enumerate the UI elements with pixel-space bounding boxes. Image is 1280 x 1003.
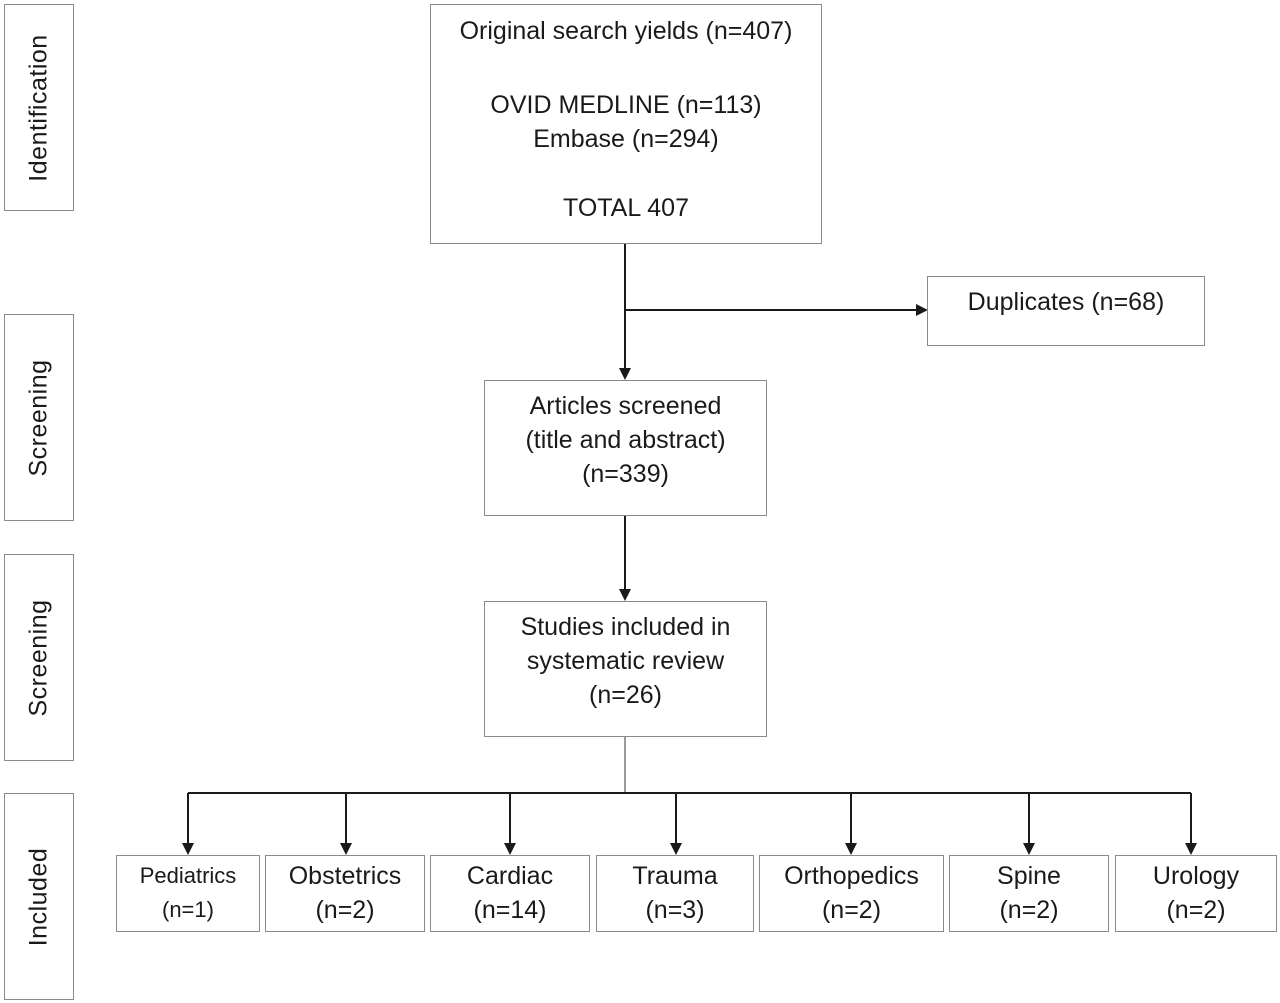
duplicates-box: Duplicates (n=68)	[927, 276, 1205, 346]
phase-screening-2: Screening	[4, 554, 74, 761]
category-count: (n=2)	[821, 896, 882, 924]
category-urology: Urology (n=2)	[1115, 855, 1277, 932]
included-title-text: Studies included in	[520, 613, 731, 641]
category-count: (n=2)	[315, 896, 375, 924]
screened-box: Articles screened (title and abstract) (…	[484, 380, 767, 516]
category-count: (n=2)	[1166, 896, 1226, 924]
identification-box: Original search yields (n=407) OVID MEDL…	[430, 4, 822, 244]
duplicates-text: Duplicates (n=68)	[967, 288, 1165, 316]
category-name: Cardiac	[466, 862, 554, 890]
included-count-text: (n=26)	[589, 681, 662, 709]
search-yield-text: Original search yields (n=407)	[459, 17, 793, 45]
category-spine: Spine (n=2)	[949, 855, 1109, 932]
category-pediatrics: Pediatrics (n=1)	[116, 855, 260, 932]
phase-identification: Identification	[4, 4, 74, 211]
category-name: Urology	[1152, 862, 1240, 890]
category-name: Orthopedics	[784, 862, 919, 890]
screened-title-text: Articles screened	[529, 392, 722, 420]
included-subtitle-text: systematic review	[526, 647, 725, 675]
phase-label: Screening	[24, 598, 53, 717]
category-name: Spine	[997, 862, 1061, 890]
screened-subtitle-text: (title and abstract)	[525, 426, 726, 454]
category-name: Obstetrics	[288, 862, 402, 890]
category-orthopedics: Orthopedics (n=2)	[759, 855, 944, 932]
phase-label: Included	[24, 847, 53, 946]
medline-count-text: OVID MEDLINE (n=113)	[490, 91, 762, 119]
category-name: Pediatrics	[139, 863, 237, 888]
phase-screening-1: Screening	[4, 314, 74, 521]
category-name: Trauma	[632, 862, 718, 890]
category-trauma: Trauma (n=3)	[596, 855, 754, 932]
phase-label: Identification	[24, 33, 53, 182]
category-count: (n=3)	[645, 896, 705, 924]
total-count-text: TOTAL 407	[563, 194, 689, 222]
embase-count-text: Embase (n=294)	[533, 125, 719, 153]
screened-count-text: (n=339)	[582, 460, 669, 488]
included-box: Studies included in systematic review (n…	[484, 601, 767, 737]
phase-label: Screening	[24, 358, 53, 477]
category-count: (n=1)	[162, 897, 214, 922]
phase-included: Included	[4, 793, 74, 1000]
category-cardiac: Cardiac (n=14)	[430, 855, 590, 932]
category-obstetrics: Obstetrics (n=2)	[265, 855, 425, 932]
category-count: (n=2)	[999, 896, 1059, 924]
category-count: (n=14)	[473, 896, 547, 924]
